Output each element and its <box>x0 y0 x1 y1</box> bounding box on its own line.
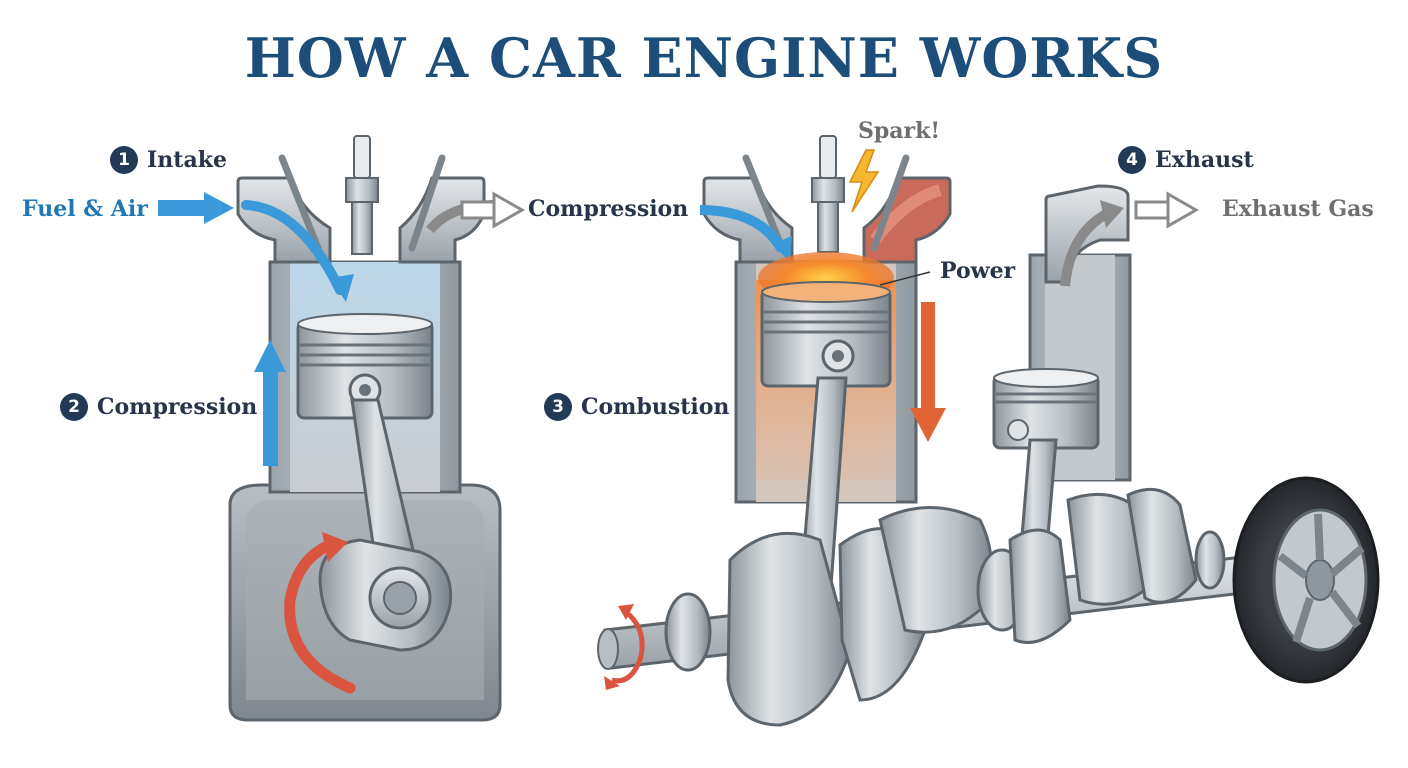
power-label: Power <box>940 258 1016 284</box>
compression-up-arrow <box>254 340 286 466</box>
step-4-label: Exhaust <box>1155 147 1254 173</box>
step-4-exhaust: 4 Exhaust <box>1118 146 1254 174</box>
step-1-intake: 1 Intake <box>110 146 227 174</box>
step-2-compression: 2 Compression <box>60 393 257 421</box>
fuel-air-arrow <box>158 192 234 224</box>
step-2-label: Compression <box>97 394 258 420</box>
combustion-cylinder-assembly <box>699 135 952 602</box>
step-3-combustion: 3 Combustion <box>544 393 729 421</box>
step-3-badge: 3 <box>544 393 572 421</box>
exhaust-cylinder-assembly <box>992 184 1200 562</box>
fuel-air-label: Fuel & Air <box>22 196 148 222</box>
crankshaft <box>597 487 1270 727</box>
spark-label: Spark! <box>858 118 941 144</box>
step-4-badge: 4 <box>1118 146 1146 174</box>
step-3-label: Combustion <box>581 394 730 420</box>
left-cylinder-assembly <box>228 135 502 722</box>
step-1-label: Intake <box>147 147 227 173</box>
step-2-badge: 2 <box>60 393 88 421</box>
diagram-title: HOW A CAR ENGINE WORKS <box>244 26 1164 90</box>
spark-bolt-icon <box>848 149 880 213</box>
exhaust-gas-label: Exhaust Gas <box>1222 196 1374 222</box>
wheel-icon <box>1232 476 1380 684</box>
step-1-badge: 1 <box>110 146 138 174</box>
compression-output-arrow <box>460 191 526 229</box>
compression-arrow-label: Compression <box>528 196 689 222</box>
